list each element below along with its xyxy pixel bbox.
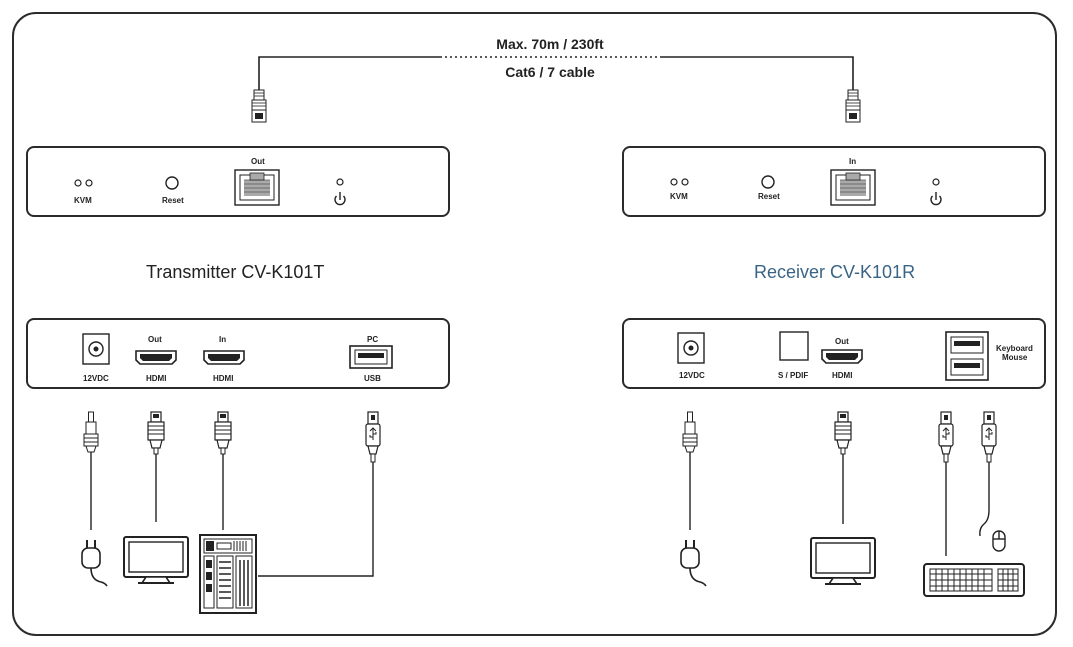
- kvm-led-icon: [85, 179, 93, 187]
- power-plug-icon: [680, 539, 707, 587]
- dc-plug-icon: [682, 411, 698, 453]
- rx-kvm-label: KVM: [670, 192, 688, 201]
- power-led-icon: [336, 178, 344, 186]
- rx-12vdc-label: 12VDC: [679, 371, 705, 380]
- spdif-port-icon: [779, 331, 809, 361]
- dc-jack-icon: [677, 332, 705, 364]
- kvm-led-icon: [74, 179, 82, 187]
- monitor-icon: [123, 536, 189, 584]
- rx-in-label: In: [849, 157, 857, 166]
- usb-port-icon: [349, 345, 393, 369]
- keyboard-icon: [923, 563, 1025, 597]
- pc-tower-icon: [199, 534, 257, 614]
- rx-hdmi-label: HDMI: [832, 371, 853, 380]
- power-led-icon: [932, 178, 940, 186]
- hdmi-plug-icon: [147, 411, 165, 455]
- power-symbol-icon: [334, 192, 346, 206]
- tx-out-label: Out: [251, 157, 265, 166]
- hdmi-port-icon: [203, 350, 245, 365]
- tx-kvm-label: KVM: [74, 196, 92, 205]
- tx-usb-top-label: PC: [367, 335, 379, 344]
- tx-hdmi-out-top-label: Out: [148, 335, 162, 344]
- usb-plug-icon: [981, 411, 997, 463]
- usb-dual-port-icon: [945, 331, 989, 381]
- tx-hdmi-in-label: HDMI: [213, 374, 234, 383]
- monitor-icon: [810, 537, 876, 585]
- power-symbol-icon: [930, 192, 942, 206]
- hdmi-plug-icon: [834, 411, 852, 455]
- rj45-port-icon: [234, 169, 280, 206]
- kvm-led-icon: [681, 178, 689, 186]
- usb-plug-icon: [365, 411, 381, 463]
- rj45-plug-icon: [845, 89, 861, 123]
- hdmi-port-icon: [821, 349, 863, 364]
- rx-usb-keyboard-label: Keyboard: [996, 344, 1033, 353]
- mouse-icon: [979, 509, 1006, 552]
- tx-12vdc-label: 12VDC: [83, 374, 109, 383]
- cable-type-label: Cat6 / 7 cable: [505, 64, 595, 80]
- dc-jack-icon: [82, 333, 110, 365]
- tx-usb-label: USB: [364, 374, 381, 383]
- cable-distance-label: Max. 70m / 230ft: [496, 36, 604, 52]
- hdmi-plug-icon: [214, 411, 232, 455]
- kvm-led-icon: [670, 178, 678, 186]
- rj45-port-icon: [830, 169, 876, 206]
- reset-button-icon: [165, 176, 179, 190]
- tx-hdmi-out-label: HDMI: [146, 374, 167, 383]
- tx-reset-label: Reset: [162, 196, 184, 205]
- tx-hdmi-in-top-label: In: [219, 335, 227, 344]
- transmitter-title: Transmitter CV-K101T: [146, 262, 325, 282]
- rx-usb-mouse-label: Mouse: [1002, 353, 1028, 362]
- rx-spdif-label: S / PDIF: [778, 371, 809, 380]
- rj45-plug-icon: [251, 89, 267, 123]
- hdmi-port-icon: [135, 350, 177, 365]
- dc-plug-icon: [83, 411, 99, 453]
- rx-hdmi-top-label: Out: [835, 337, 849, 346]
- diagram-frame: [12, 12, 1057, 636]
- power-plug-icon: [81, 539, 108, 587]
- receiver-title: Receiver CV-K101R: [754, 262, 916, 282]
- reset-button-icon: [761, 175, 775, 189]
- rx-reset-label: Reset: [758, 192, 780, 201]
- usb-plug-icon: [938, 411, 954, 463]
